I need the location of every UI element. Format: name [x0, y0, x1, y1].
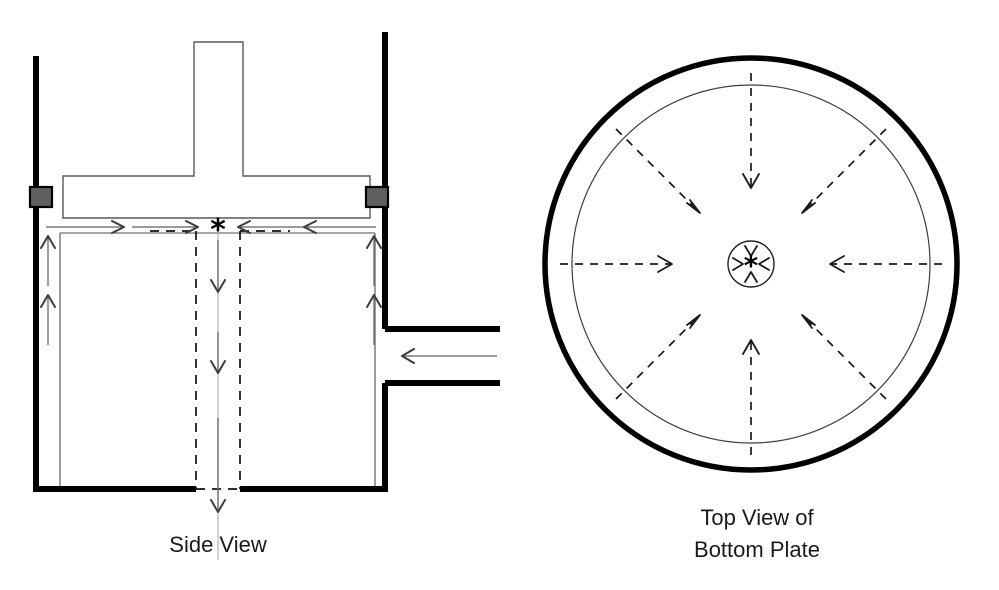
radial-inflow-arrows: [560, 73, 942, 455]
radial-arrow-sw: [615, 314, 701, 400]
hub-arrow-e: [758, 257, 770, 271]
radial-arrow-se: [801, 314, 887, 400]
side-view-center-marker: *: [210, 213, 226, 248]
flow-arrow-top-right-b: [303, 220, 376, 234]
center-hole: [727, 240, 775, 288]
flow-arrow-center-down-a: [210, 240, 226, 293]
t-shaped-plunger: [62, 41, 371, 219]
hub-arrow-w: [732, 257, 744, 271]
hub-arrow-s: [744, 271, 758, 283]
flow-arrow-right-up-a: [366, 235, 382, 286]
top-view-group: * Top View of Bottom Plate: [542, 55, 960, 562]
flow-arrow-right-up-b: [366, 294, 382, 345]
plate-inner-circle: [571, 84, 931, 444]
hub-converging-arrows: [732, 245, 770, 283]
radial-arrow-ne: [801, 128, 887, 214]
top-view-caption-line-1: Top View of: [700, 505, 814, 530]
o-ring-seal-right: [364, 185, 390, 209]
flow-arrow-left-up-a: [40, 235, 56, 286]
side-inlet-port: [385, 326, 500, 386]
flow-arrow-top-left-a: [46, 220, 125, 234]
flow-arrow-top-right-a: [237, 220, 310, 234]
hub-arrow-n: [744, 245, 758, 257]
side-view-caption: Side View: [169, 532, 267, 557]
flow-arrow-left-up-b: [40, 294, 56, 345]
flow-arrow-inlet: [401, 348, 497, 364]
o-ring-seal-left: [28, 185, 54, 209]
radial-arrow-nw: [615, 128, 701, 214]
flow-arrow-outlet-down: [210, 418, 226, 513]
side-view-group: * Side View: [28, 32, 500, 560]
flow-arrow-top-left-b: [132, 220, 199, 234]
top-view-caption-line-2: Bottom Plate: [694, 537, 820, 562]
plate-outer-rim: [542, 55, 960, 473]
radial-arrow-n: [742, 73, 760, 189]
vessel-wall: [33, 32, 388, 490]
radial-arrow-s: [742, 339, 760, 455]
top-view-center-marker: *: [744, 249, 759, 282]
radial-arrow-w: [560, 255, 673, 273]
radial-arrow-e: [829, 255, 942, 273]
outlet-bore-hidden-edges: [150, 230, 290, 490]
flow-arrow-center-down-b: [210, 332, 226, 374]
